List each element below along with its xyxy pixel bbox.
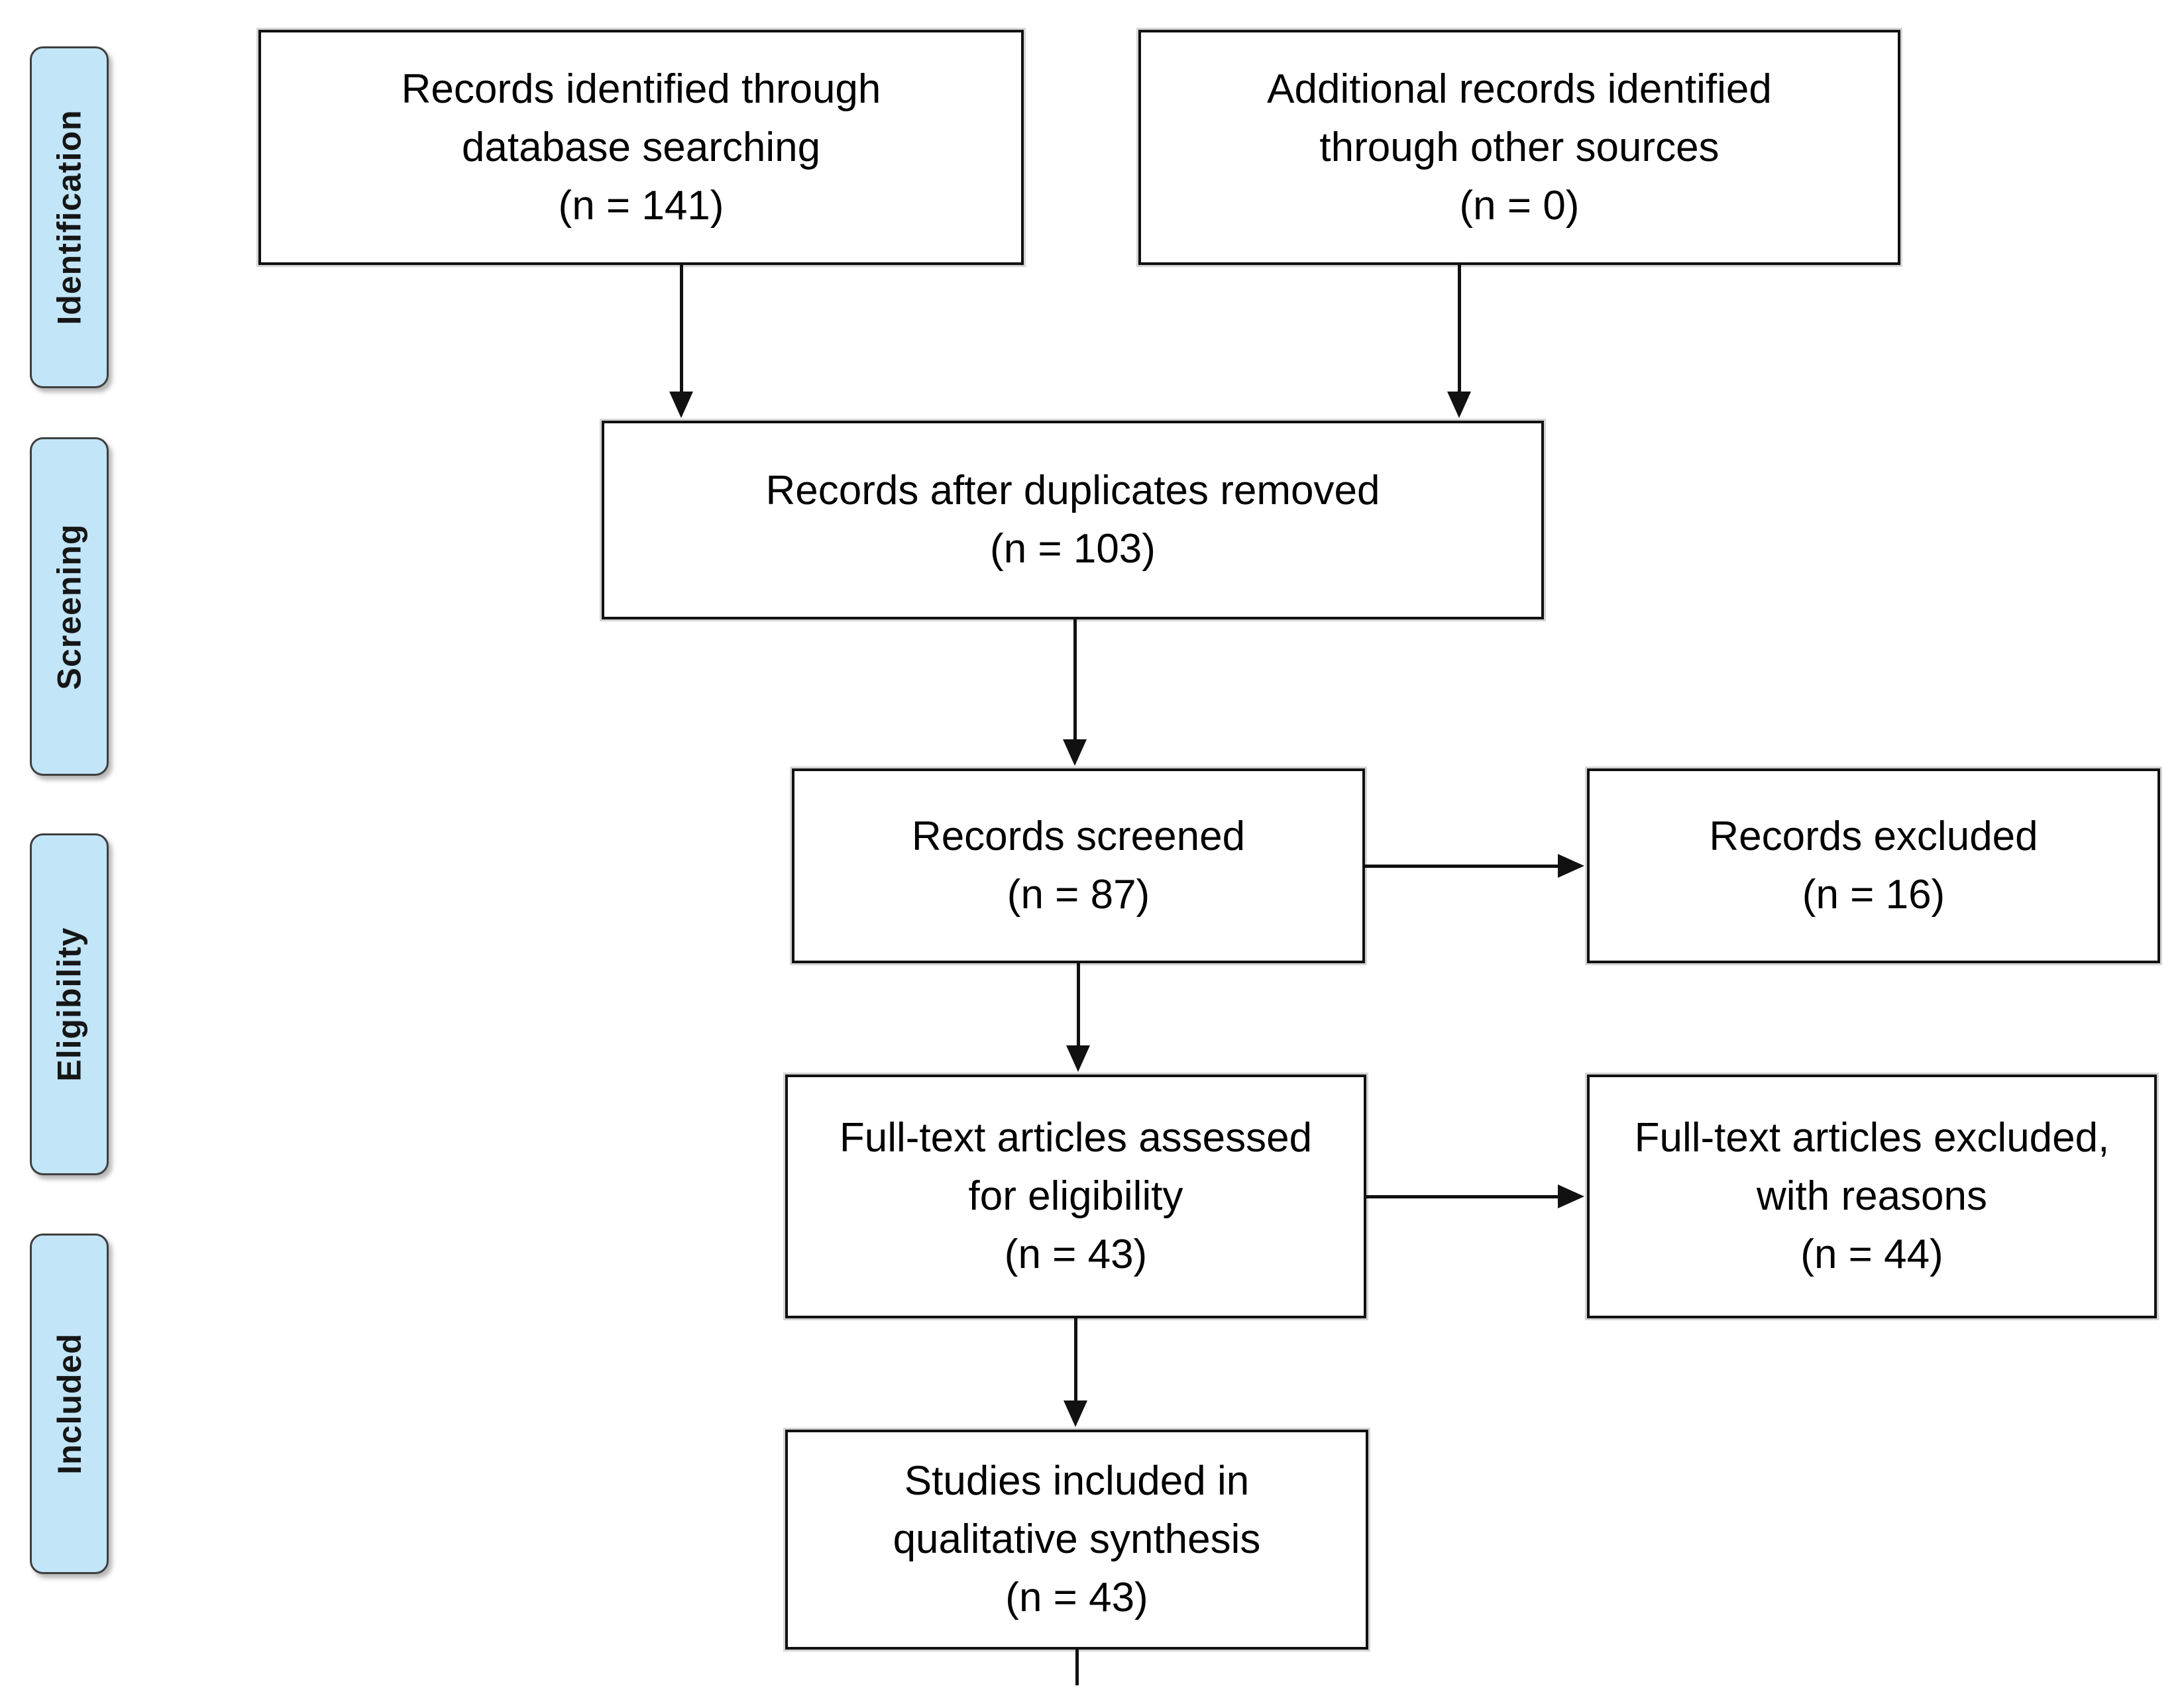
- node-line: Studies included in: [904, 1458, 1250, 1504]
- phase-eligibility-label: Eligibility: [50, 927, 88, 1082]
- node-line: for eligibility: [968, 1173, 1183, 1219]
- phase-included: Included: [30, 1234, 109, 1574]
- phase-identification-label: Identification: [50, 109, 88, 325]
- node-records-identified: Records identified through database sear…: [258, 30, 1024, 265]
- node-count: (n = 43): [1004, 1232, 1148, 1277]
- node-line: Records identified through: [401, 66, 881, 112]
- connector-stub-below-included: [1075, 1650, 1079, 1685]
- node-line: database searching: [461, 124, 821, 170]
- phase-screening-label: Screening: [50, 523, 88, 690]
- arrow-fulltext-to-excluded: [1366, 1185, 1584, 1208]
- node-line: Full-text articles excluded,: [1634, 1115, 2110, 1161]
- node-line: through other sources: [1319, 124, 1720, 170]
- node-line: Records excluded: [1709, 814, 2038, 859]
- arrow-screened-to-fulltext: [1066, 963, 1090, 1072]
- node-line: Records after duplicates removed: [765, 468, 1380, 513]
- phase-screening: Screening: [30, 437, 109, 776]
- node-count: (n = 43): [1005, 1575, 1148, 1620]
- phase-identification: Identification: [30, 46, 109, 388]
- node-records-excluded: Records excluded (n = 16): [1587, 768, 2160, 963]
- arrow-fulltext-to-included: [1064, 1318, 1087, 1427]
- node-count: (n = 44): [1800, 1232, 1943, 1277]
- node-fulltext-excluded: Full-text articles excluded, with reason…: [1587, 1075, 2157, 1318]
- node-additional-records: Additional records identified through ot…: [1138, 30, 1900, 265]
- node-fulltext-assessed: Full-text articles assessed for eligibil…: [785, 1075, 1366, 1318]
- node-count: (n = 103): [990, 526, 1156, 572]
- node-count: (n = 87): [1007, 872, 1150, 918]
- node-line: Additional records identified: [1267, 66, 1772, 112]
- node-studies-included: Studies included in qualitative synthesi…: [785, 1430, 1368, 1650]
- node-line: Records screened: [911, 814, 1246, 859]
- node-line: with reasons: [1756, 1173, 1988, 1219]
- node-count: (n = 141): [558, 182, 724, 229]
- node-count: (n = 16): [1802, 872, 1945, 918]
- node-records-screened: Records screened (n = 87): [792, 768, 1365, 963]
- arrow-identified-to-duplicates: [669, 265, 693, 418]
- node-line: Full-text articles assessed: [839, 1115, 1313, 1161]
- arrow-duplicates-to-screened: [1063, 619, 1087, 766]
- phase-included-label: Included: [50, 1333, 88, 1475]
- node-line: qualitative synthesis: [893, 1516, 1261, 1562]
- node-duplicates-removed: Records after duplicates removed (n = 10…: [602, 421, 1544, 619]
- arrow-screened-to-excluded: [1365, 854, 1584, 878]
- node-count: (n = 0): [1459, 182, 1580, 229]
- phase-eligibility: Eligibility: [30, 833, 109, 1175]
- arrow-additional-to-duplicates: [1447, 265, 1471, 418]
